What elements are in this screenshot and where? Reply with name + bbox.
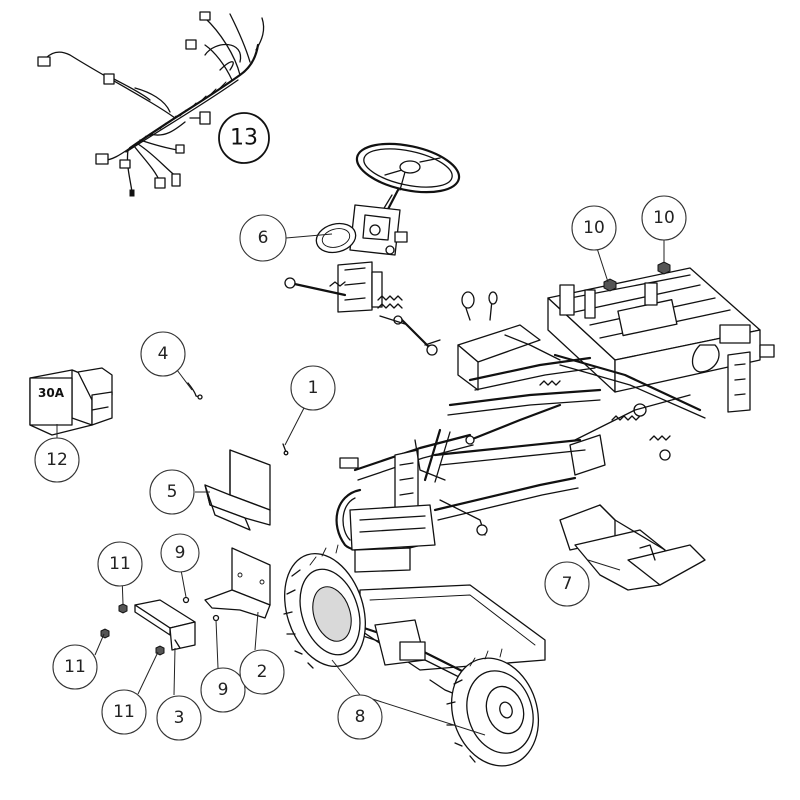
callout-10-right: 10	[641, 195, 687, 241]
callout-1-label: 1	[308, 378, 319, 398]
callout-7: 7	[544, 561, 590, 607]
callout-8: 8	[337, 694, 383, 740]
callout-8-label: 8	[355, 707, 366, 727]
callout-3-label: 3	[174, 708, 185, 728]
nut-11-a	[118, 603, 128, 614]
callout-11-top: 11	[97, 541, 143, 587]
callout-1: 1	[290, 365, 336, 411]
callout-11-left: 11	[52, 644, 98, 690]
fuse-label: 30A	[38, 386, 65, 400]
callout-5-label: 5	[167, 482, 178, 502]
wiring-harness	[37, 11, 265, 197]
callout-11-bottom: 11	[101, 689, 147, 735]
callout-5: 5	[149, 469, 195, 515]
fuse-30a: 30A	[29, 367, 113, 436]
bracket-5	[204, 449, 271, 531]
callout-11-top-label: 11	[109, 554, 131, 574]
callout-2-label: 2	[257, 662, 268, 682]
callout-6: 6	[239, 214, 287, 262]
callout-12: 12	[34, 437, 80, 483]
callout-13-label: 13	[230, 126, 258, 151]
rear-shield	[559, 504, 706, 591]
washer-9-lower	[212, 614, 220, 622]
callout-11-bottom-label: 11	[113, 702, 135, 722]
callout-10-right-label: 10	[653, 208, 675, 228]
pin-4	[187, 382, 203, 400]
callout-9-upper: 9	[160, 533, 200, 573]
washer-9-upper	[182, 596, 190, 604]
nut-10-right	[657, 261, 671, 275]
callout-7-label: 7	[562, 574, 573, 594]
u-bracket-3	[134, 599, 196, 651]
callout-9-lower-label: 9	[218, 680, 229, 700]
nut-11-b	[100, 628, 110, 639]
callout-9-lower: 9	[200, 667, 246, 713]
callout-2: 2	[239, 649, 285, 695]
steering-assembly	[284, 142, 461, 356]
callout-6-label: 6	[258, 228, 269, 248]
callout-9-upper-label: 9	[175, 543, 186, 563]
front-right-wheel	[446, 648, 540, 767]
nut-10-left	[603, 278, 617, 292]
chassis-frame	[335, 267, 775, 573]
front-left-wheel	[283, 544, 366, 669]
callout-12-label: 12	[46, 450, 68, 470]
pin-1	[282, 443, 289, 456]
callout-10-left: 10	[571, 205, 617, 251]
callout-11-left-label: 11	[64, 657, 86, 677]
callout-13: 13	[218, 112, 270, 164]
callout-3: 3	[156, 695, 202, 741]
callout-4-label: 4	[158, 344, 169, 364]
callout-10-left-label: 10	[583, 218, 605, 238]
plate-2	[204, 547, 271, 619]
callout-4: 4	[140, 331, 186, 377]
